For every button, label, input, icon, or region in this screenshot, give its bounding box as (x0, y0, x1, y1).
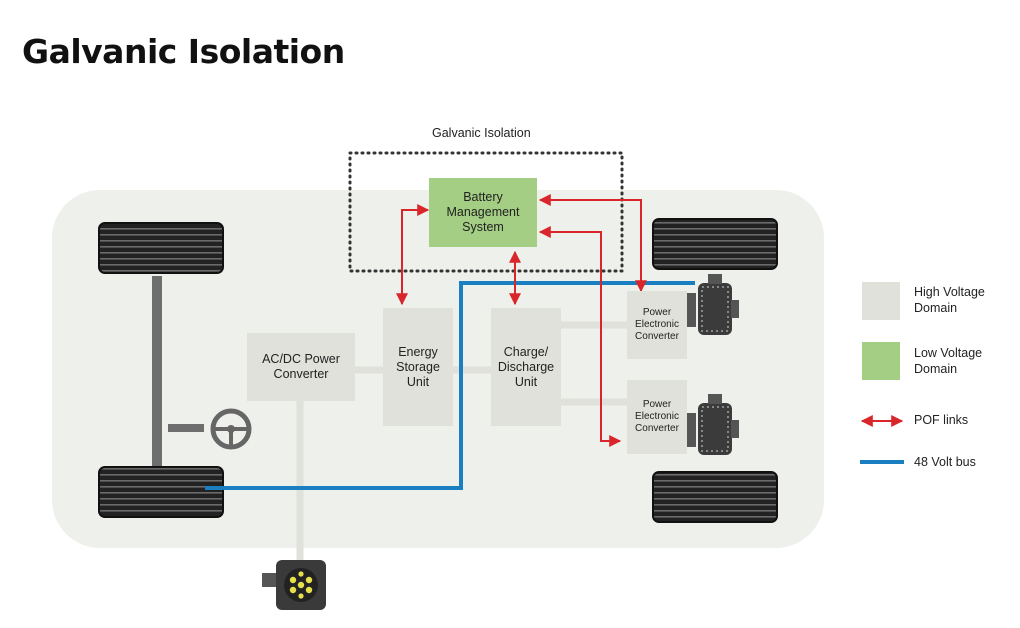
charging-socket-icon (262, 560, 326, 610)
pof-links (396, 194, 647, 447)
wheel-rear-left (98, 466, 224, 518)
legend-bus-label: 48 Volt bus (914, 455, 976, 469)
page-title: Galvanic Isolation (22, 32, 345, 71)
pec1-label: Power Electronic Converter (635, 307, 679, 342)
power-converter-top-block: Power Electronic Converter (627, 291, 687, 359)
wheel-rear-right (652, 471, 778, 523)
legend-pof-label: POF links (914, 413, 969, 427)
front-axle (152, 276, 162, 466)
acdc-converter-block: AC/DC Power Converter (247, 333, 355, 401)
motor-bottom-icon (684, 394, 739, 455)
battery-management-system-block: Battery Management System (429, 178, 537, 247)
acdc-label: AC/DC Power Converter (262, 352, 340, 381)
legend-high-voltage-label: High Voltage Domain (914, 285, 985, 315)
charge-label: Charge/ Discharge Unit (497, 344, 555, 389)
power-converter-bottom-block: Power Electronic Converter (627, 380, 687, 454)
bms-label: Battery Management System (446, 190, 520, 234)
wheel-front-right (652, 218, 778, 270)
legend-low-voltage-swatch (862, 342, 900, 380)
pec2-label: Power Electronic Converter (635, 399, 679, 434)
legend-low-voltage-label: Low Voltage Domain (914, 346, 983, 376)
legend-high-voltage-swatch (862, 282, 900, 320)
wheel-front-left (98, 222, 224, 274)
motor-top-icon (684, 274, 739, 335)
energy-storage-block: Energy Storage Unit (383, 308, 453, 426)
steering-wheel-icon (210, 408, 252, 450)
charge-discharge-block: Charge/ Discharge Unit (491, 308, 561, 426)
isolation-label: Galvanic Isolation (432, 126, 531, 140)
steering-shaft (168, 424, 204, 432)
storage-label: Energy Storage Unit (396, 344, 440, 389)
